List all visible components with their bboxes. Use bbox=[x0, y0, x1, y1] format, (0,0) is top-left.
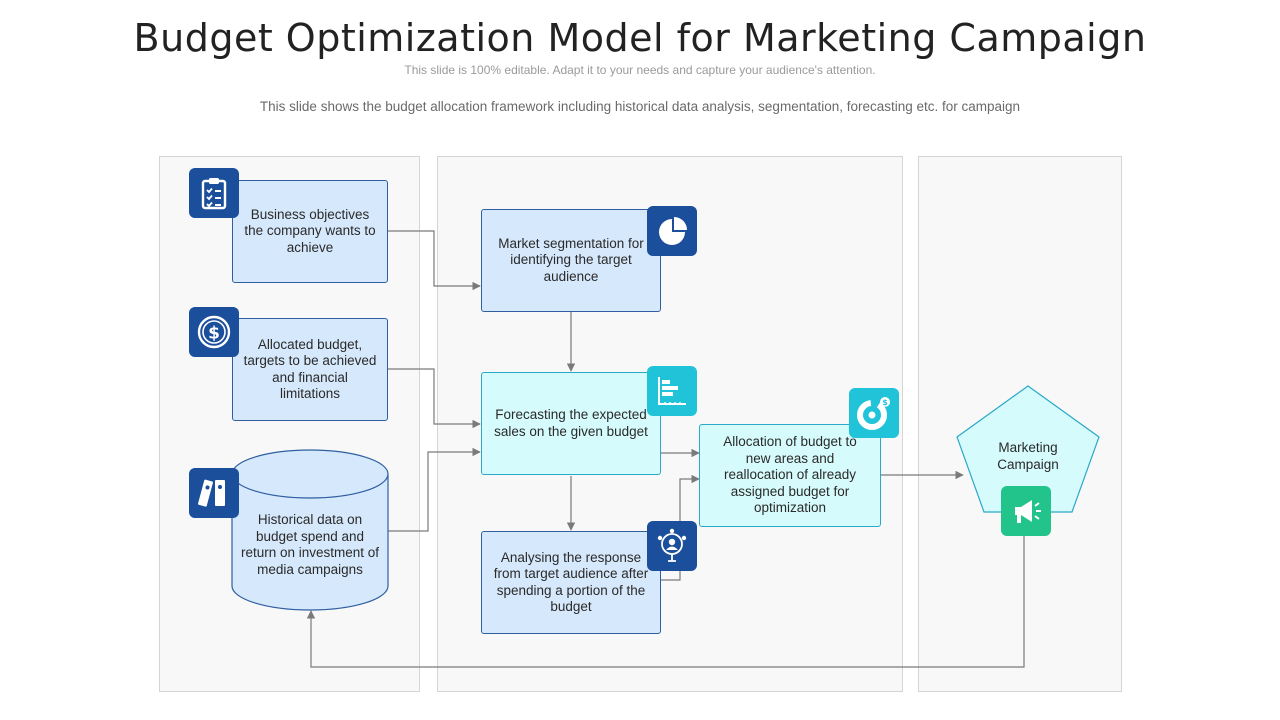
pie-chart-icon bbox=[647, 206, 697, 256]
segmentation-text: Market segmentation for identifying the … bbox=[498, 235, 644, 284]
svg-text:$: $ bbox=[208, 324, 220, 344]
forecasting-text: Forecasting the expected sales on the gi… bbox=[494, 407, 648, 439]
binders-icon bbox=[189, 468, 239, 518]
allocation-box: Allocation of budget to new areas and re… bbox=[699, 424, 881, 527]
megaphone-icon bbox=[1001, 486, 1051, 536]
historical-text: Historical data on budget spend and retu… bbox=[240, 512, 380, 577]
forecasting-box: Forecasting the expected sales on the gi… bbox=[481, 372, 661, 475]
allocation-text: Allocation of budget to new areas and re… bbox=[723, 434, 857, 516]
campaign-text: Marketing Campaign bbox=[997, 440, 1059, 472]
page-title: Budget Optimization Model for Marketing … bbox=[133, 16, 1147, 60]
slide-description: This slide shows the budget allocation f… bbox=[259, 99, 1021, 114]
arrow-historical-to-forecasting bbox=[388, 447, 481, 532]
historical-cylinder bbox=[231, 449, 389, 611]
analysing-box: Analysing the response from target audie… bbox=[481, 531, 661, 634]
arrow-objectives-to-segmentation bbox=[388, 230, 481, 291]
objectives-box: Business objectives the company wants to… bbox=[232, 180, 388, 283]
segmentation-box: Market segmentation for identifying the … bbox=[481, 209, 661, 312]
analysing-text: Analysing the response from target audie… bbox=[493, 549, 649, 615]
clipboard-checklist-icon bbox=[189, 168, 239, 218]
budget-box: Allocated budget, targets to be achieved… bbox=[232, 318, 388, 421]
svg-text:$: $ bbox=[882, 398, 888, 407]
target-audience-icon bbox=[647, 521, 697, 571]
arrow-campaign-feedback-to-historical bbox=[306, 536, 1025, 668]
editable-note: This slide is 100% editable. Adapt it to… bbox=[404, 63, 876, 77]
bar-chart-icon bbox=[647, 366, 697, 416]
objectives-text: Business objectives the company wants to… bbox=[244, 206, 376, 255]
dollar-coin-icon: $ bbox=[189, 307, 239, 357]
arrow-budget-to-forecasting bbox=[388, 368, 481, 429]
donut-chart-dollar-icon: $ bbox=[849, 388, 899, 438]
budget-text: Allocated budget, targets to be achieved… bbox=[243, 336, 377, 402]
